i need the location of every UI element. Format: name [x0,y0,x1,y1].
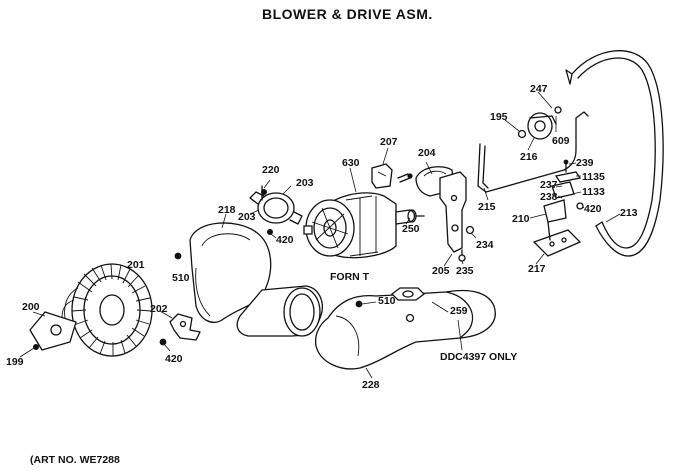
part-label-234: 234 [476,239,494,251]
part-label-510-b: 510 [378,295,396,307]
part-label-1133: 1133 [582,186,605,198]
motor-mount-part [249,185,303,235]
part-label-216: 216 [520,151,538,163]
part-label-420-b: 420 [276,234,294,246]
switch-207-part [371,163,413,189]
part-label-213: 213 [620,207,638,219]
bracket-200-part [29,311,77,351]
part-label-609: 609 [552,135,570,147]
part-label-1135: 1135 [582,171,605,183]
part-label-630: 630 [342,157,360,169]
part-label-237: 237 [540,179,558,191]
part-label-235: 235 [456,265,474,277]
motor-marking-text: FORN T [330,271,370,283]
part-label-420-a: 420 [165,353,183,365]
part-label-238: 238 [540,191,558,203]
part-label-217: 217 [528,263,546,275]
part-label-239: 239 [576,157,594,169]
idler-assembly-part [477,106,589,193]
art-number-text: (ART NO. WE7288 [30,454,120,466]
part-label-210: 210 [512,213,530,225]
part-label-228: 228 [362,379,380,391]
clamp-202-part [159,313,201,346]
part-label-420-c: 420 [584,203,602,215]
part-label-220: 220 [262,164,280,176]
motor-bracket-part [415,166,475,262]
part-label-247: 247 [530,83,548,95]
part-label-218: 218 [218,204,236,216]
part-label-204: 204 [418,147,436,159]
drive-belt-part [565,50,664,257]
exhaust-duct-part [314,287,496,370]
part-label-259: 259 [450,305,468,317]
part-label-201: 201 [127,259,145,271]
part-label-250: 250 [402,223,420,235]
blower-housing-part [189,222,323,337]
part-label-199: 199 [6,356,24,368]
diagram-title: BLOWER & DRIVE ASM. [262,6,433,22]
part-label-207: 207 [380,136,398,148]
part-label-195: 195 [490,111,508,123]
part-labels: 200 199 201 202 420 510 218 203 220 203 … [6,83,638,391]
part-label-203-b: 203 [296,177,314,189]
part-label-200: 200 [22,301,40,313]
part-label-202: 202 [150,303,168,315]
part-label-510-a: 510 [172,272,190,284]
belt-switch-part [532,159,584,257]
model-note-text: DDC4397 ONLY [440,351,517,363]
drive-motor-part [303,192,425,259]
blower-wheel-part [61,263,153,357]
part-label-203-a: 203 [238,211,256,223]
part-label-205: 205 [432,265,450,277]
part-label-215: 215 [478,201,496,213]
